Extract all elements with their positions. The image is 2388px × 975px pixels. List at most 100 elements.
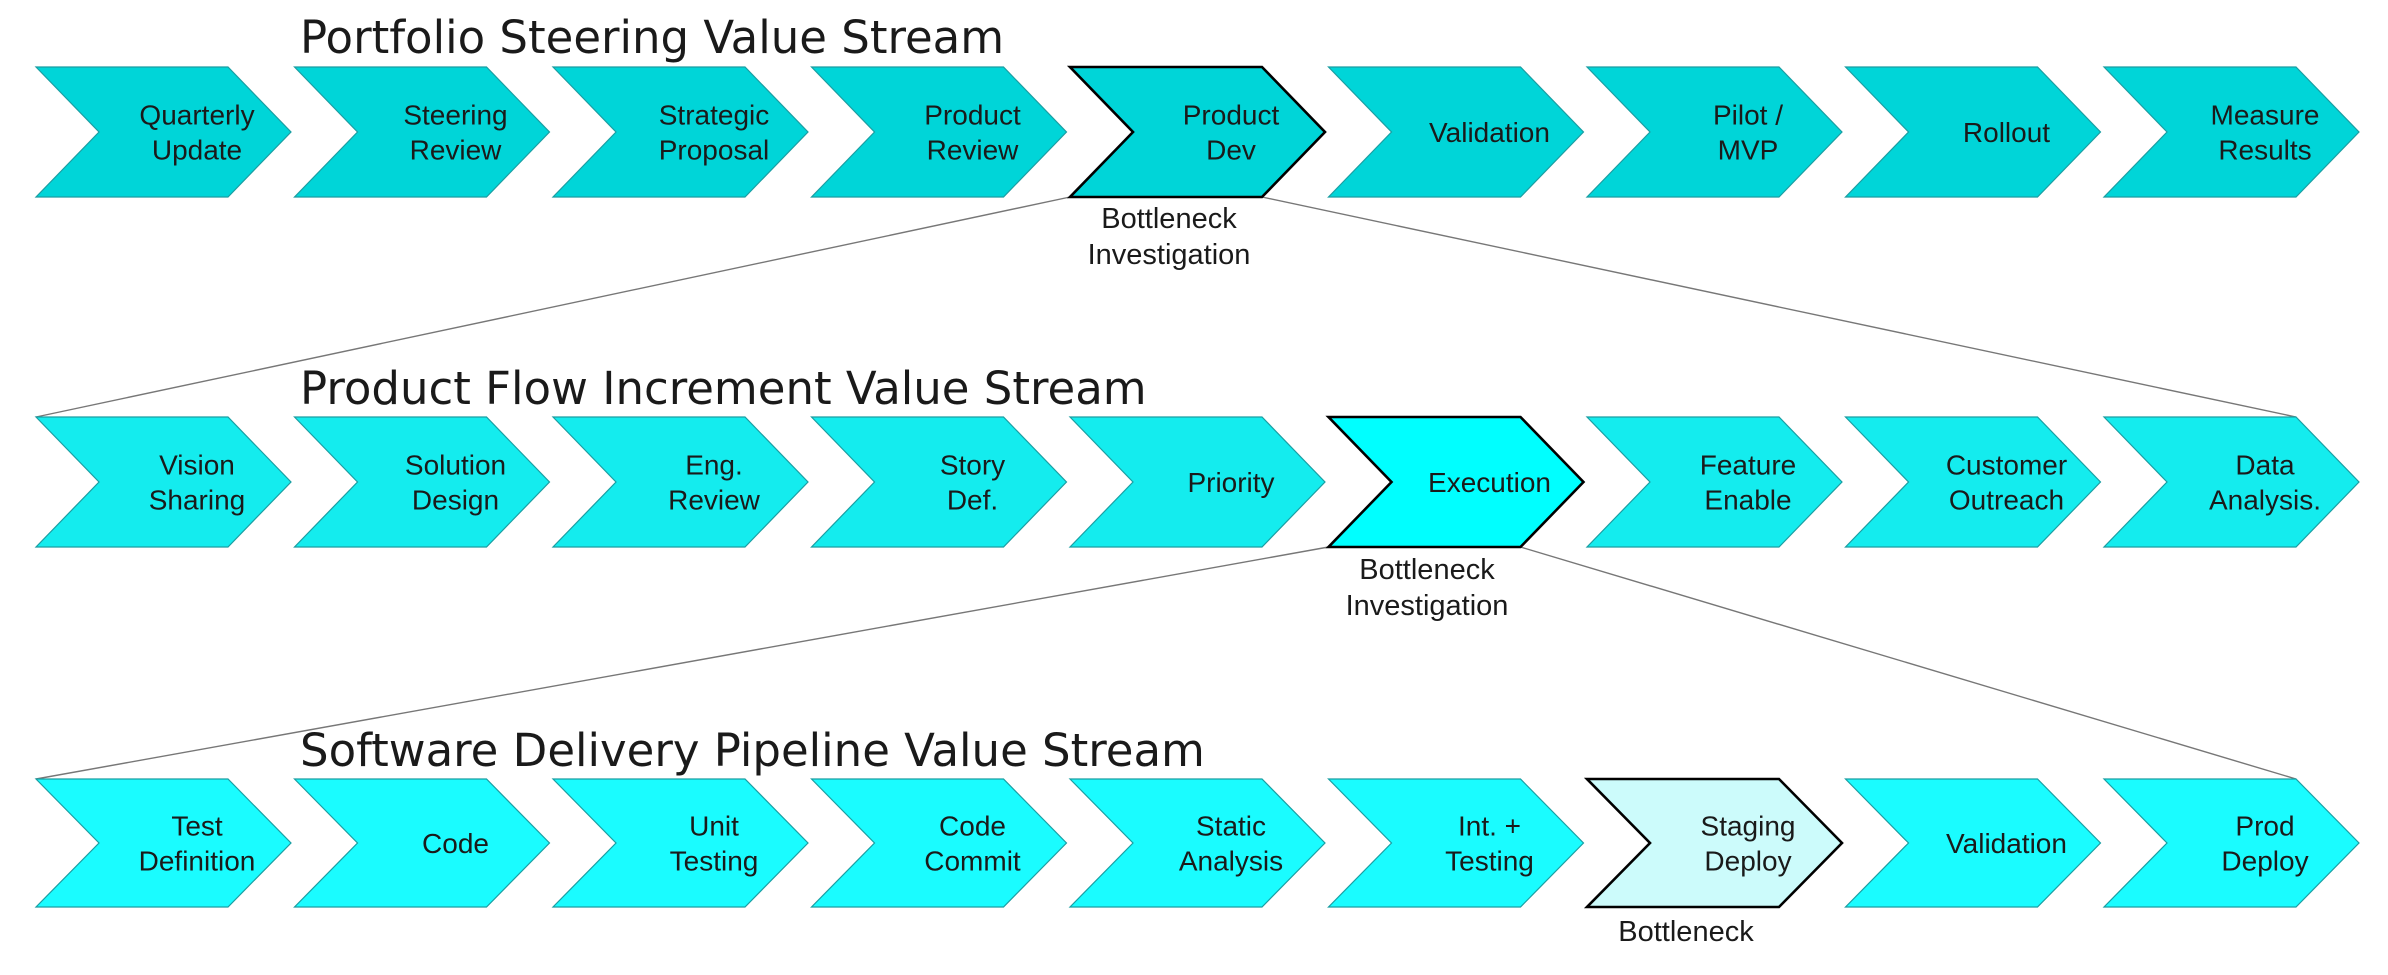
chevron-label: Proposal (659, 135, 770, 166)
connector-line (35, 196, 1071, 418)
chevron-shape (551, 416, 809, 548)
chevron-label: Feature (1700, 450, 1797, 481)
chevron-label: Code (939, 811, 1006, 842)
bottleneck-note-portfolio: Bottleneck Investigation (1059, 201, 1279, 273)
chevron-shape (293, 416, 551, 548)
chevron-shape (1585, 66, 1843, 198)
chevron-label: Product (1183, 100, 1280, 131)
chevron-shape (1585, 416, 1843, 548)
chevron-step-pilot-mvp: Pilot / MVP (1585, 66, 1843, 198)
chevron-label: Update (152, 135, 242, 166)
chevron-step-execution: Execution (1325, 415, 1586, 549)
chevron-shape (293, 66, 551, 198)
bottleneck-note-line1: Bottleneck (1101, 203, 1237, 235)
chevron-shape (34, 66, 292, 198)
chevron-label: Commit (924, 846, 1021, 877)
chevron-step-eng-review: Eng. Review (551, 416, 809, 548)
chevron-shape (1583, 777, 1844, 909)
bottleneck-note-software-delivery: Bottleneck (1576, 914, 1796, 950)
chevron-step-int-testing: Int. +Testing (1327, 778, 1585, 908)
chevron-label: Unit (689, 811, 739, 842)
chevron-label: Test (171, 811, 223, 842)
chevron-shape (34, 778, 292, 908)
chevron-shape (551, 778, 809, 908)
chevron-shape (1068, 778, 1326, 908)
chevron-label: Deploy (1704, 846, 1791, 877)
stream-title-product-flow: Product Flow Increment Value Stream (300, 362, 1147, 415)
chevron-label: Analysis. (2209, 485, 2321, 516)
bottleneck-note-line1: Bottleneck (1618, 916, 1754, 948)
chevron-shape (1068, 416, 1326, 548)
chevron-label: Quarterly (139, 100, 254, 131)
chevron-shape (810, 66, 1068, 198)
chevron-label: Product (924, 100, 1021, 131)
chevron-label: Enable (1704, 485, 1791, 516)
chevron-label: Sharing (149, 485, 246, 516)
bottleneck-note-line2: Investigation (1345, 590, 1509, 622)
chevron-label: Review (668, 485, 761, 516)
connector-line (1261, 196, 2297, 418)
chevron-label: Review (410, 135, 503, 166)
chevron-shape (34, 416, 292, 548)
bottleneck-note-line1: Bottleneck (1359, 554, 1495, 586)
chevron-label: Dev (1206, 135, 1256, 166)
chevron-shape (1844, 66, 2102, 198)
chevron-shape (810, 416, 1068, 548)
chevron-label: MVP (1718, 135, 1779, 166)
chevron-label: Solution (405, 450, 506, 481)
chevron-label: Code (422, 828, 489, 859)
chevron-rows: QuarterlyUpdateSteeringReviewStrategicPr… (34, 65, 2360, 909)
chevron-label: Deploy (2221, 846, 2308, 877)
bottleneck-note-product-flow: Bottleneck Investigation (1317, 552, 1537, 624)
chevron-label: Vision (159, 450, 235, 481)
chevron-label: Staging (1701, 811, 1796, 842)
chevron-shape (1325, 415, 1586, 549)
chevron-shape (551, 66, 809, 198)
chevron-label: Story (940, 450, 1005, 481)
chevron-shape (1327, 66, 1585, 198)
chevron-step-rollout: Rollout (1844, 66, 2102, 198)
connector-line (1520, 546, 2297, 780)
stream-title-software-delivery: Software Delivery Pipeline Value Stream (300, 724, 1205, 777)
chevron-label: Customer (1946, 450, 2067, 481)
chevron-label: Strategic (659, 100, 770, 131)
chevron-label: Review (927, 135, 1020, 166)
chevron-label: Pilot / (1713, 100, 1783, 131)
chevron-shape (1844, 778, 2102, 908)
chevron-label: Analysis (1179, 846, 1283, 877)
chevron-label: Design (412, 485, 499, 516)
chevron-label: Steering (403, 100, 507, 131)
chevron-label: Priority (1187, 467, 1274, 498)
chevron-shape (293, 778, 551, 908)
chevron-shape (2102, 416, 2360, 548)
chevron-label: Static (1196, 811, 1266, 842)
chevron-shape (1066, 65, 1327, 199)
chevron-shape (2102, 778, 2360, 908)
chevron-step-validation: Validation (1327, 66, 1585, 198)
chevron-label: Prod (2235, 811, 2294, 842)
connector-line (35, 546, 1329, 780)
chevron-shape (810, 778, 1068, 908)
chevron-label: Definition (139, 846, 256, 877)
chevron-label: Validation (1429, 117, 1550, 148)
chevron-label: Rollout (1963, 117, 2050, 148)
chevron-label: Eng. (685, 450, 743, 481)
chevron-shape (2102, 66, 2360, 198)
bottleneck-note-line2: Investigation (1087, 239, 1251, 271)
